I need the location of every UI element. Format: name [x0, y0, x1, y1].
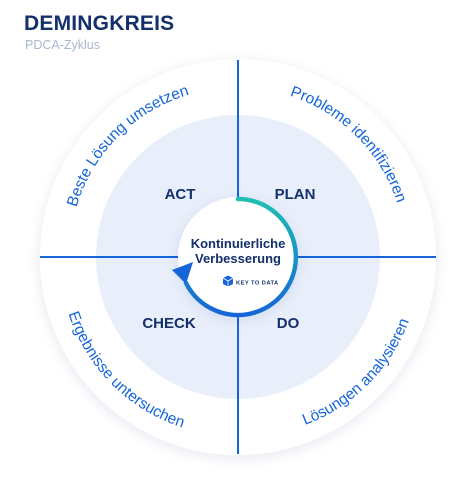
logo: KEY TO DATA	[222, 275, 279, 287]
phase-do: DO	[277, 315, 300, 332]
phase-plan: PLAN	[275, 186, 316, 203]
center-circle	[178, 197, 298, 317]
page-title: DEMINGKREIS	[24, 12, 175, 35]
cycle-arrow	[183, 196, 299, 318]
phase-check: CHECK	[142, 315, 196, 332]
center-text-line2: Verbesserung	[195, 251, 281, 266]
page-subtitle: PDCA-Zyklus	[25, 38, 101, 52]
phase-act: ACT	[165, 186, 196, 203]
cycle-arrowhead-icon	[172, 262, 193, 284]
center-text-line1: Kontinuierliche	[191, 236, 286, 251]
logo-text: KEY TO DATA	[236, 281, 279, 287]
